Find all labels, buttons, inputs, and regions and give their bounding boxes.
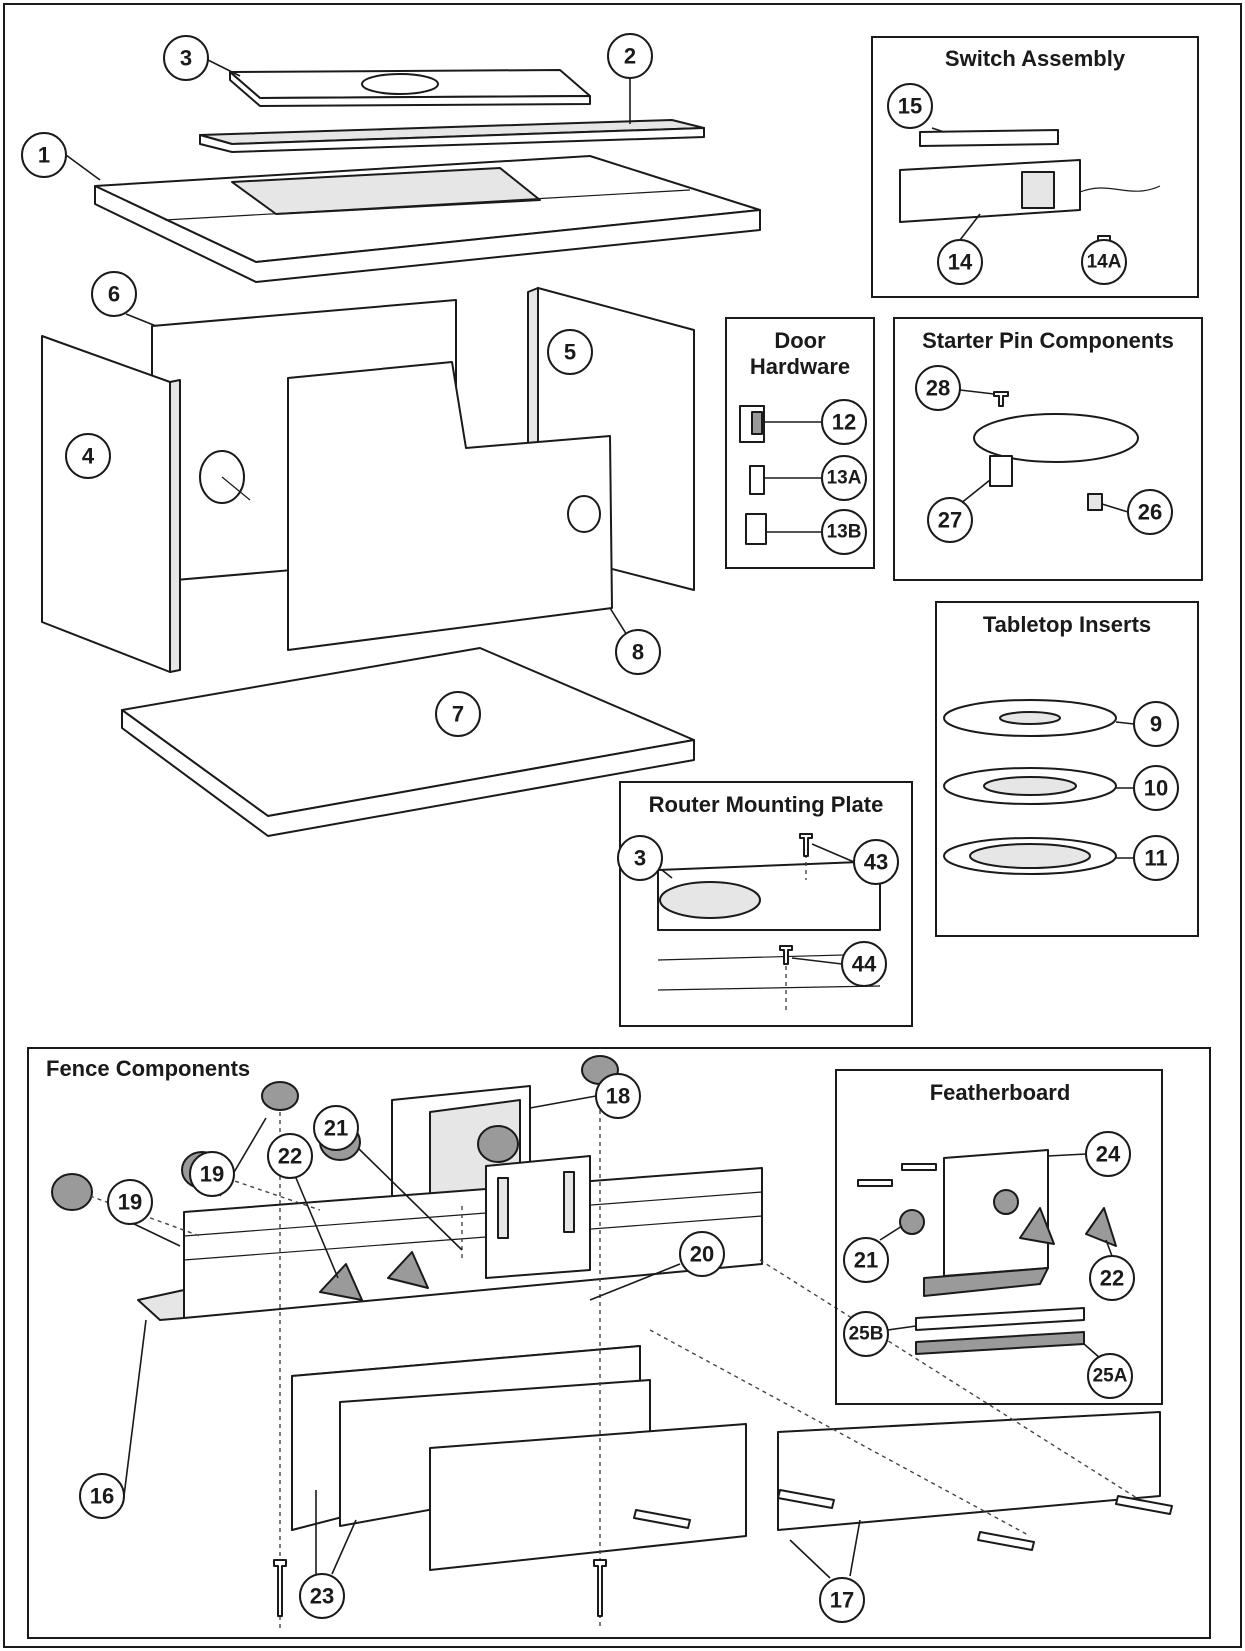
callout-2-label: 2: [624, 44, 636, 69]
callout-4-label: 4: [82, 444, 95, 469]
callout-28: 28: [915, 365, 995, 411]
callout-12: 12: [764, 399, 867, 445]
callout-43: 43: [811, 839, 899, 885]
door-hardware-box: Door Hardware: [725, 317, 875, 569]
callout-7: 7: [435, 691, 481, 737]
callout-17-label: 17: [830, 1588, 854, 1613]
callout-22b-label: 22: [1100, 1266, 1124, 1291]
callout-27: 27: [927, 479, 991, 543]
callout-24: 24: [1047, 1131, 1131, 1177]
callout-20: 20: [589, 1231, 725, 1301]
callout-43-label: 43: [864, 850, 888, 875]
callout-9: 9: [1115, 701, 1179, 747]
callout-19a-label: 19: [118, 1190, 142, 1215]
callout-21b: 21: [843, 1225, 903, 1283]
callout-14a-label: 14A: [1087, 252, 1122, 273]
switch-assembly-box: Switch Assembly: [871, 36, 1199, 298]
callout-15: 15: [887, 83, 945, 133]
callout-13b: 13B: [766, 509, 867, 555]
callout-17: 17: [789, 1519, 865, 1623]
callout-27-label: 27: [938, 508, 962, 533]
callout-44: 44: [791, 941, 887, 987]
callout-22a-label: 22: [278, 1144, 302, 1169]
callout-18-label: 18: [606, 1084, 630, 1109]
callout-9-label: 9: [1150, 712, 1162, 737]
fence-components-title: Fence Components: [46, 1056, 250, 1081]
fence-components-box: Fence Components: [27, 1047, 1211, 1639]
callout-25a: 25A: [1083, 1343, 1133, 1399]
callout-4: 4: [65, 433, 111, 479]
router-mounting-plate-title: Router Mounting Plate: [649, 792, 884, 817]
part-base: [121, 647, 695, 837]
callout-13a-label: 13A: [827, 468, 862, 489]
callout-3: 3: [163, 35, 241, 81]
door-hardware-title-line2: Hardware: [750, 354, 850, 379]
callout-14a: 14A: [1081, 239, 1127, 285]
callout-19b: 19: [189, 1117, 267, 1197]
callout-11: 11: [1116, 835, 1179, 881]
featherboard-title: Featherboard: [930, 1080, 1071, 1105]
callout-5: 5: [547, 329, 593, 375]
callout-14: 14: [937, 213, 983, 285]
switch-assembly-title: Switch Assembly: [945, 46, 1126, 71]
callout-19b-label: 19: [200, 1162, 224, 1187]
door-hardware-title-line1: Door: [774, 328, 826, 353]
callout-3-label: 3: [180, 46, 192, 71]
callout-1: 1: [21, 132, 101, 181]
part-tabletop: [94, 155, 761, 283]
callout-6-label: 6: [108, 282, 120, 307]
callout-22b: 22: [1089, 1239, 1135, 1301]
callout-28-label: 28: [926, 376, 950, 401]
tabletop-inserts-box: Tabletop Inserts: [935, 601, 1199, 937]
callout-16-label: 16: [90, 1484, 114, 1509]
callout-13a: 13A: [764, 455, 867, 501]
featherboard-box: Featherboard: [835, 1069, 1163, 1405]
callout-15-label: 15: [898, 94, 922, 119]
tabletop-inserts-title: Tabletop Inserts: [983, 612, 1151, 637]
callout-8: 8: [609, 607, 661, 675]
callout-3b: 3: [617, 835, 673, 881]
callout-16: 16: [79, 1319, 147, 1519]
callout-21a: 21: [313, 1105, 463, 1251]
callout-25a-label: 25A: [1093, 1366, 1128, 1387]
callout-13b-label: 13B: [827, 522, 862, 543]
callout-11-label: 11: [1144, 846, 1167, 871]
callout-25b-label: 25B: [849, 1324, 884, 1345]
callout-5-label: 5: [564, 340, 576, 365]
callout-21b-label: 21: [854, 1248, 878, 1273]
part-mounting-plate: [229, 69, 591, 107]
callout-24-label: 24: [1096, 1142, 1121, 1167]
callout-8-label: 8: [632, 640, 644, 665]
callout-20-label: 20: [690, 1242, 714, 1267]
callout-44-label: 44: [852, 952, 877, 977]
callout-3b-label: 3: [634, 846, 646, 871]
callout-14-label: 14: [948, 250, 973, 275]
outer-border: [3, 3, 1242, 1648]
callout-10-label: 10: [1144, 776, 1168, 801]
callout-18: 18: [529, 1073, 641, 1119]
callout-7-label: 7: [452, 702, 464, 727]
part-miter-rail: [199, 119, 705, 153]
callout-10: 10: [1116, 765, 1179, 811]
router-mounting-plate-box: Router Mounting Plate: [619, 781, 913, 1027]
callout-2: 2: [607, 33, 653, 124]
callout-1-label: 1: [38, 143, 50, 168]
starter-pin-title: Starter Pin Components: [922, 328, 1174, 353]
part-left-panel: [41, 335, 181, 673]
callout-25b: 25B: [843, 1311, 917, 1357]
callout-21a-label: 21: [324, 1116, 348, 1141]
callout-12-label: 12: [832, 410, 856, 435]
callout-22a: 22: [267, 1133, 339, 1279]
callout-26: 26: [1101, 489, 1173, 535]
part-door-panel: [287, 361, 613, 651]
callout-23-label: 23: [310, 1584, 334, 1609]
callout-19a: 19: [107, 1179, 181, 1247]
starter-pin-box: Starter Pin Components: [893, 317, 1203, 581]
callout-26-label: 26: [1138, 500, 1162, 525]
callout-6: 6: [91, 271, 157, 327]
callout-23: 23: [299, 1490, 357, 1619]
